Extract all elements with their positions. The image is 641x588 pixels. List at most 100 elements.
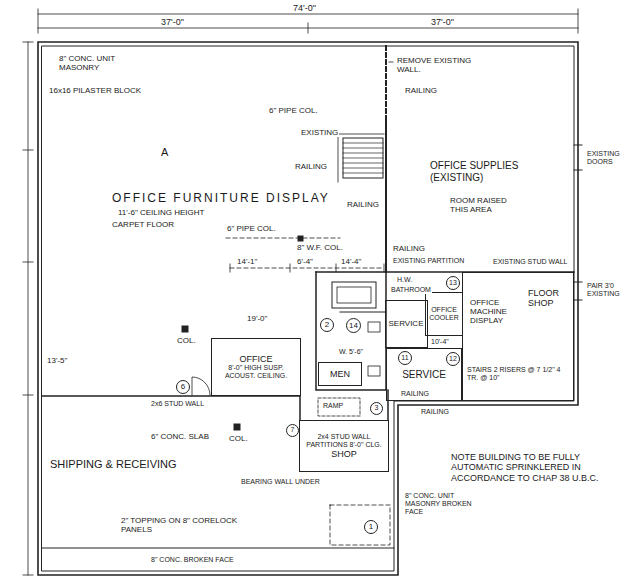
plan-annotation: REMOVE EXISTING WALL.	[396, 56, 476, 74]
room-name: SERVICE	[389, 319, 424, 328]
partition-wall	[385, 118, 387, 272]
plan-annotation: 6'-4"	[296, 257, 314, 266]
door-mark	[574, 145, 582, 300]
plan-annotation: 8" CONC. UNIT MASONRY	[58, 54, 120, 72]
room: OFFICE FURNITURE DISPLAY 11'-6" CEILING H…	[42, 46, 386, 395]
plan-annotation: 8" CONC. BROKEN FACE	[150, 556, 235, 564]
dimension-line	[23, 42, 33, 575]
room-name: SHOP	[331, 449, 357, 459]
room: 2x4 STUD WALL PARTITIONS 8'-0" CLG.SHOP	[299, 420, 389, 472]
column	[298, 236, 303, 241]
room-name: OFFICE MACHINE DISPLAY	[470, 298, 525, 326]
outer-wall	[38, 42, 578, 575]
leader-line	[389, 62, 393, 63]
partition-wall	[340, 312, 386, 313]
plan-annotation: 2" TOPPING ON 8" CORELOCK PANELS	[120, 516, 260, 534]
plan-annotation: 37'-0"	[160, 17, 185, 27]
railing	[338, 134, 384, 182]
ramp	[318, 398, 360, 416]
callout-number: 14	[346, 318, 361, 333]
plan-annotation: RAILING	[392, 244, 426, 253]
plan-annotation: EXISTING DOORS	[586, 150, 636, 166]
dimension-line	[230, 268, 384, 269]
fixture	[368, 322, 380, 332]
room: SHIPPING & RECEIVING 2x4 STUD WALL PARTIT…	[42, 397, 394, 571]
removed-wall	[385, 46, 387, 118]
room: OFFICE COOLER	[425, 292, 463, 336]
plan-annotation: RAILING	[404, 86, 438, 95]
plan-annotation: NOTE BUILDING TO BE FULLY AUTOMATIC SPRI…	[450, 452, 620, 483]
plan-annotation: 8" W.F. COL.	[296, 243, 344, 252]
room: OFFICE8'-0" HIGH SUSP. ACOUST. CEILING.	[211, 338, 301, 396]
plan-annotation: COL.	[176, 336, 197, 345]
plan-annotation: RAILING	[420, 408, 450, 416]
plan-annotation: 14'-4"	[340, 257, 362, 266]
stair	[343, 138, 383, 178]
plan-annotation: 13'-5"	[46, 356, 68, 365]
room: OFFICE SUPPLIES (EXISTING) ROOM RAISED TH…	[387, 47, 574, 271]
callout-number: 6	[176, 380, 190, 394]
room-name: 8'-0" HIGH SUSP. ACOUST. CEILING.	[214, 364, 298, 380]
room-name: OFFICE SUPPLIES (EXISTING)	[430, 160, 530, 183]
plan-annotation: EXISTING	[300, 128, 339, 137]
room-name: MEN	[330, 369, 350, 379]
plan-annotation: RAMP	[322, 402, 344, 410]
callout-number: 7	[286, 424, 299, 437]
callout-number: 13	[446, 276, 460, 290]
plan-annotation: EXISTING PARTITION	[392, 257, 465, 265]
room-name: OFFICE	[240, 354, 273, 364]
plan-annotation: H.W.	[396, 276, 413, 284]
plan-annotation: 6" PIPE COL.	[226, 224, 277, 233]
plan-annotation: 74'-0"	[292, 3, 317, 13]
room: SERVICE	[385, 300, 428, 348]
callout-number: 12	[446, 352, 460, 366]
room-name: OFFICE COOLER	[428, 306, 460, 322]
plan-annotation: 37'-0"	[430, 17, 455, 27]
plan-annotation: BEARING WALL UNDER	[240, 478, 321, 486]
stair-treads	[343, 143, 383, 173]
plan-annotation: STAIRS 2 RISERS @ 7 1/2" 4 TR. @ 10"	[466, 366, 566, 382]
plan-annotation: RAILING	[346, 200, 380, 209]
callout-number: 2	[320, 318, 334, 332]
plan-annotation: RAILING	[294, 162, 328, 171]
plan-annotation: 6" PIPE COL.	[268, 106, 319, 115]
column	[182, 326, 188, 332]
dashed-area	[330, 505, 390, 545]
room-name: CARPET FLOOR	[112, 220, 174, 229]
fixture	[337, 287, 371, 303]
inner-wall	[42, 46, 574, 571]
room-name: 2x4 STUD WALL PARTITIONS 8'-0" CLG.	[302, 433, 386, 449]
fixture	[368, 366, 380, 376]
plan-annotation: COL.	[228, 434, 249, 443]
plan-annotation: 6" CONC. SLAB	[150, 432, 210, 441]
partition-wall	[42, 390, 388, 420]
core-wall	[316, 272, 386, 390]
dimension-line	[226, 238, 340, 239]
room-name: 11'-6" CEILING HEIGHT	[118, 208, 204, 217]
callout-number: 1	[364, 520, 378, 534]
plan-annotation: A	[160, 146, 169, 159]
column	[234, 424, 240, 430]
room-name: OFFICE FURNITURE DISPLAY	[112, 192, 330, 206]
plan-annotation: 16x16 PILASTER BLOCK	[48, 86, 142, 95]
plan-annotation: RAILING	[400, 390, 430, 398]
plan-annotation: 2x6 STUD WALL	[150, 400, 205, 408]
plan-annotation: 14'-1"	[236, 257, 258, 266]
room-name: SHIPPING & RECEIVING	[50, 458, 177, 471]
plan-annotation: 10'-4"	[430, 338, 450, 346]
plan-annotation: PAIR 3'0 EXISTING	[586, 282, 636, 298]
broken-face-line	[42, 548, 394, 549]
plan-annotation: EXISTING STUD WALL	[492, 258, 568, 266]
door-swing	[192, 377, 210, 395]
room: MEN	[318, 362, 362, 386]
room-name: ROOM RAISED THIS AREA	[450, 196, 510, 214]
plan-annotation: BATHROOM	[390, 286, 432, 294]
room-name: FLOOR SHOP	[528, 288, 568, 309]
plan-annotation: 8" CONC. UNIT MASONRY BROKEN FACE	[404, 492, 484, 516]
callout-number: 3	[370, 402, 383, 415]
plan-annotation: W. 5'-6"	[338, 348, 364, 356]
callout-number: 11	[398, 351, 412, 365]
room-name: SERVICE	[402, 369, 446, 381]
plan-annotation: 19'-0"	[246, 314, 268, 323]
